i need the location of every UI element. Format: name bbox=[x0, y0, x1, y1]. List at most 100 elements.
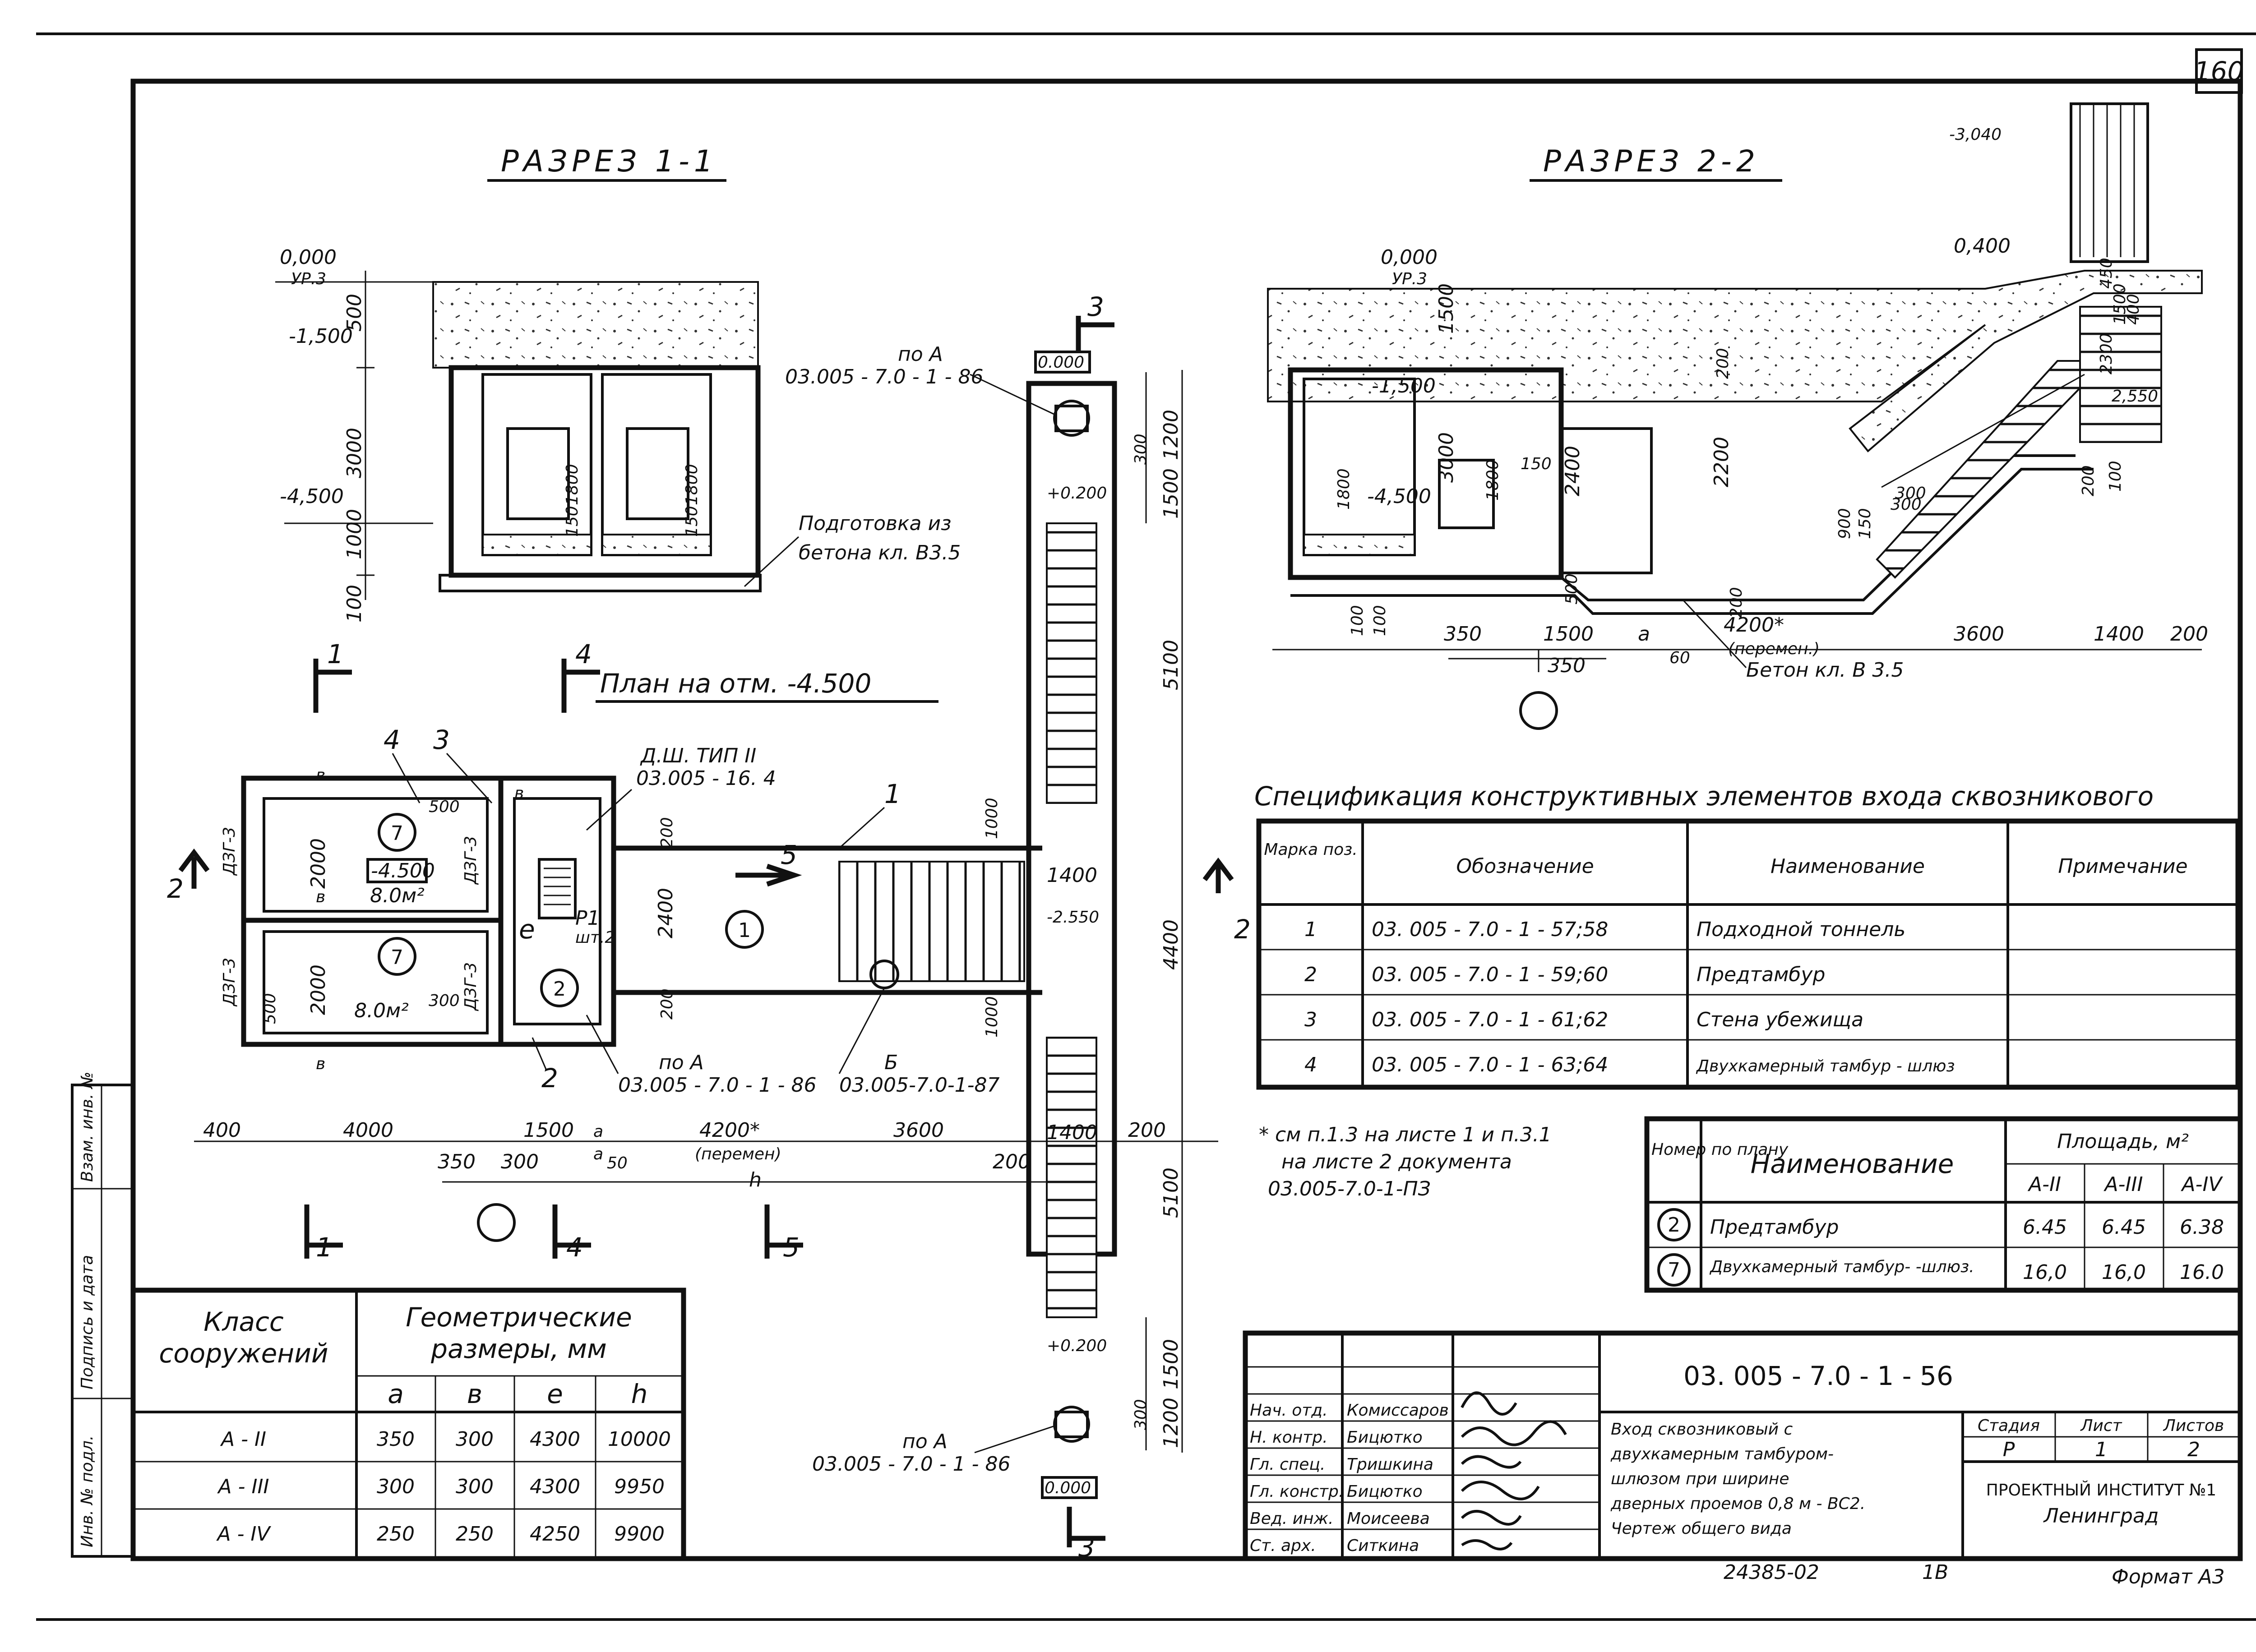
spec-row-4-code: 03. 005 - 7.0 - 1 - 63;64 bbox=[1372, 1053, 1608, 1076]
cut-markers bbox=[178, 316, 1234, 1547]
class-col-h: h bbox=[631, 1379, 648, 1409]
s22-dim-2200: 2200 bbox=[1710, 437, 1733, 487]
class-table: Класс сооружений Геометрические размеры,… bbox=[130, 1287, 686, 1561]
plan-title: План на отм. -4.500 bbox=[600, 668, 871, 699]
stair-vdim-300b: 300 bbox=[1132, 1399, 1150, 1430]
area-table: Номер по плану Наименование Площадь, м² … bbox=[1644, 1116, 2243, 1293]
ref-bottom-2: 03.005 - 7.0 - 1 - 86 bbox=[812, 1453, 1010, 1476]
s22-dim-100c: 100 bbox=[2106, 461, 2125, 492]
class-row-1-a: 350 bbox=[377, 1428, 415, 1451]
area-row-2-name: Двухкамерный тамбур- -шлюз. bbox=[1709, 1258, 1974, 1276]
s11-callout-1: Подготовка из bbox=[799, 512, 951, 535]
stair-vdim-5100b: 5100 bbox=[1160, 1167, 1183, 1218]
spec-header-name: Наименование bbox=[1771, 855, 1925, 878]
cut-label-5-top: 5 bbox=[781, 840, 797, 870]
sheet-value: 1 bbox=[2095, 1438, 2108, 1461]
door-callout-2: 03.005 - 16. 4 bbox=[636, 767, 776, 790]
s22-bdim-3600: 3600 bbox=[1954, 623, 2004, 646]
stair-vdim-5100a: 5100 bbox=[1160, 640, 1183, 690]
s22-level-2550: 2,550 bbox=[2112, 387, 2158, 406]
marker-2: 2 bbox=[553, 978, 566, 1001]
plan-dim-1500: 1500 bbox=[523, 1119, 574, 1142]
cut-label-2-right: 2 bbox=[1234, 914, 1251, 945]
wall-label-3: ДЗГ-3 bbox=[220, 958, 239, 1007]
spec-row-3-name: Стена убежища bbox=[1697, 1008, 1863, 1031]
desc-line-3: шлюзом при ширине bbox=[1611, 1470, 1789, 1488]
s22-level-1500: -1,500 bbox=[1372, 374, 1436, 397]
s22-dim-1500b: 1500 bbox=[2111, 283, 2129, 325]
role-2: Н. контр. bbox=[1250, 1428, 1328, 1447]
role-3: Гл. спец. bbox=[1250, 1455, 1325, 1474]
leader-1: 1 bbox=[884, 779, 901, 809]
stair-vdim-1500b: 1500 bbox=[1160, 1339, 1183, 1389]
sheet-format: Формат А3 bbox=[2112, 1565, 2225, 1588]
s22-bdim-350: 350 bbox=[1444, 623, 1482, 646]
s22-dim-300b: 300 bbox=[1895, 484, 1926, 503]
room-b-2: в bbox=[316, 888, 325, 906]
area-class-2: А-II bbox=[2027, 1173, 2061, 1196]
s22-dim-900: 900 bbox=[1835, 508, 1854, 539]
room-p1-label: Р1 bbox=[575, 907, 600, 930]
spec-row-4-name: Двухкамерный тамбур - шлюз bbox=[1696, 1057, 1955, 1075]
spec-row-1-mark: 1 bbox=[1304, 918, 1317, 941]
org-name: ПРОЕКТНЫЙ ИНСТИТУТ №1 bbox=[1986, 1481, 2216, 1500]
s22-dim-500: 500 bbox=[1563, 573, 1581, 605]
area-row-1-a2: 6.45 bbox=[2023, 1216, 2067, 1239]
stair-vdim-4400: 4400 bbox=[1160, 919, 1183, 970]
stair-level-top: 0.000 bbox=[1038, 353, 1084, 372]
plan-vdim-2000b: 2000 bbox=[307, 964, 330, 1015]
s11-dim-1800b: 1800 bbox=[683, 464, 701, 505]
area-header-number: Номер по плану bbox=[1651, 1140, 1789, 1159]
class-row-3-h: 9900 bbox=[614, 1523, 665, 1546]
s22-dim-200a: 200 bbox=[1714, 348, 1732, 379]
s22-callout-1: (перемен.) bbox=[1728, 640, 1820, 658]
leader-2: 2 bbox=[541, 1063, 558, 1094]
room-b-4: в bbox=[514, 784, 524, 803]
area-row-1-name: Предтамбур bbox=[1710, 1216, 1839, 1239]
class-row-2-b: 300 bbox=[456, 1475, 494, 1498]
cut-label-3-bottom: 3 bbox=[1078, 1532, 1095, 1563]
s11-dim-3000: 3000 bbox=[343, 428, 366, 478]
s11-dim-150a: 150 bbox=[563, 506, 582, 537]
plan-dim-3600: 3600 bbox=[893, 1119, 944, 1142]
stamp-inv-label: Инв. № подл. bbox=[78, 1435, 97, 1547]
s11-level-0: 0,000 bbox=[280, 246, 337, 269]
class-row-3-b: 250 bbox=[456, 1523, 494, 1546]
area-row-2-a4: 16.0 bbox=[2180, 1261, 2224, 1284]
plan-dim-300: 300 bbox=[501, 1150, 539, 1173]
cut-label-1-top: 1 bbox=[327, 639, 344, 669]
sheet-header: Лист bbox=[2080, 1417, 2122, 1435]
stair-dim-1000b: 1000 bbox=[983, 996, 1001, 1038]
wall-label-1: ДЗГ-3 bbox=[220, 827, 239, 876]
spec-row-2-name: Предтамбур bbox=[1697, 963, 1825, 986]
stair-level-0200a: +0.200 bbox=[1047, 484, 1107, 503]
class-col-b: в bbox=[467, 1379, 482, 1409]
title-block: 03. 005 - 7.0 - 1 - 56 Нач. отд. Н. конт… bbox=[1243, 1330, 2243, 1584]
plan-dim-200: 200 bbox=[1128, 1119, 1166, 1142]
sheet-number: 160 bbox=[2194, 56, 2244, 87]
plan-view: План на отм. -4.500 bbox=[167, 291, 1251, 1563]
leader-4: 4 bbox=[384, 724, 400, 755]
spec-row-1-name: Подходной тоннель bbox=[1697, 918, 1905, 941]
section-1-1-title: РАЗРЕЗ 1-1 bbox=[501, 144, 717, 179]
s22-dim-3000: 3000 bbox=[1435, 432, 1458, 483]
s22-bdim-60: 60 bbox=[1669, 649, 1690, 667]
s11-dim-150b: 150 bbox=[683, 506, 701, 537]
s11-level-ur: УР.3 bbox=[291, 270, 326, 288]
ref-b-line-2: 03.005-7.0-1-87 bbox=[839, 1074, 1000, 1097]
room-b-1: в bbox=[316, 766, 325, 784]
s11-level-4500: -4,500 bbox=[280, 485, 344, 508]
class-row-1-b: 300 bbox=[456, 1428, 494, 1451]
plan-dim-a: a bbox=[593, 1145, 603, 1163]
stair-dim-1000a: 1000 bbox=[983, 798, 1001, 839]
class-header-left-1: Класс bbox=[203, 1306, 284, 1337]
class-header-left-2: сооружений bbox=[159, 1338, 328, 1369]
s11-dim-100: 100 bbox=[343, 585, 366, 623]
wall-label-4: ДЗГ-3 bbox=[462, 962, 480, 1011]
cut-label-5-bottom: 5 bbox=[783, 1232, 800, 1263]
room-level: -4.500 bbox=[371, 859, 435, 882]
area-row-1-a4: 6.38 bbox=[2180, 1216, 2224, 1239]
stair-level-bottom: 0.000 bbox=[1045, 1479, 1091, 1497]
s22-bdim-1500: 1500 bbox=[1543, 623, 1594, 646]
class-row-2-e: 4300 bbox=[530, 1475, 580, 1498]
